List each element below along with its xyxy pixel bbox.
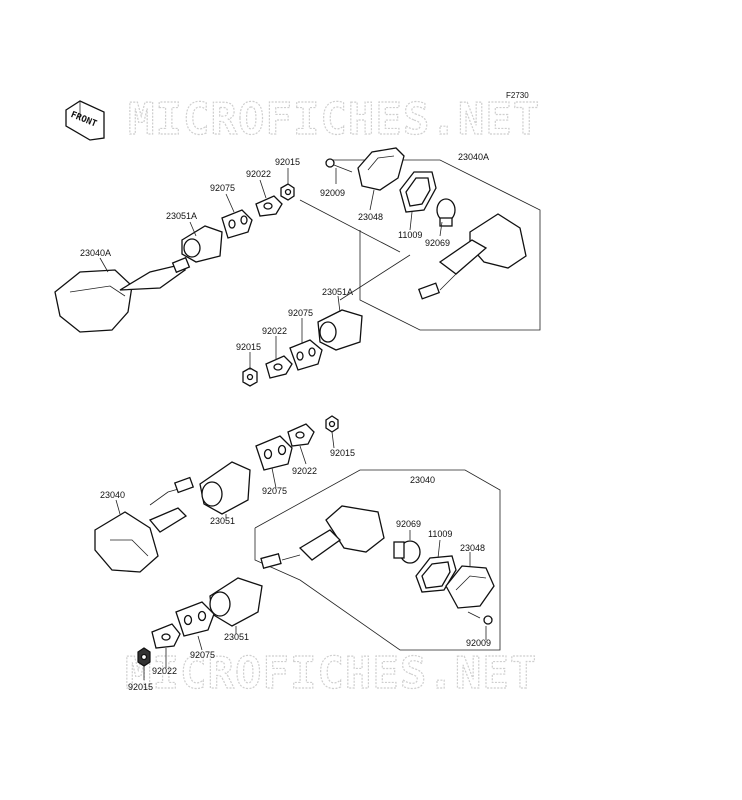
label-23051A-top-a: 23051A [166,211,197,221]
label-92075-bottom-a: 92075 [262,486,287,496]
grommet-23051A-right [317,309,363,351]
label-23051-bottom-a: 23051 [210,516,235,526]
grommet-23051-lower [209,577,263,627]
turn-signal-23040-right [260,505,385,569]
label-92009-top: 92009 [320,188,345,198]
washer-92022-upper [287,423,315,447]
turn-signal-23040A-left [54,256,191,333]
cushion-92075-upper [255,435,293,471]
bulb-92069-top [436,198,456,227]
screw-92009-top [325,158,353,173]
label-92022-bottom-a: 92022 [292,466,317,476]
label-92022-top-a: 92022 [246,169,271,179]
label-92069-bottom: 92069 [396,519,421,529]
turn-signal-23040A-right [417,213,527,300]
label-92069-top: 92069 [425,238,450,248]
nut-92015-upper [325,415,339,433]
label-23040-bottom-b: 23040 [410,475,435,485]
leader-lines-top [99,168,443,370]
label-92015-bottom-b: 92015 [128,682,153,692]
watermark-top: MICROFICHES.NET [128,94,540,145]
label-11009-top: 11009 [398,230,422,240]
front-arrow-icon: FRONT [65,100,105,141]
bottom-assembly-outline [254,469,501,651]
label-92015-top-a: 92015 [275,157,300,167]
washer-92022-lower [151,623,181,649]
label-92022-top-b: 92022 [262,326,287,336]
screw-92009-bottom [467,611,493,625]
turn-signal-23040-left [94,476,195,573]
gasket-11009-bottom [415,555,457,593]
nut-92015-lower [137,647,151,667]
figure-code: F2730 [506,91,529,100]
top-assembly-outline [299,159,541,331]
watermark-bottom: MICROFICHES.NET [125,648,537,699]
label-23051-bottom-b: 23051 [224,632,249,642]
nut-92015-top-left [280,183,295,201]
label-23048-bottom: 23048 [460,543,485,553]
leader-lines-bottom [115,431,487,680]
label-11009-bottom: 11009 [428,529,452,539]
washer-92022-right [265,355,293,379]
lens-23048-bottom [445,565,495,609]
label-92075-bottom-b: 92075 [190,650,215,660]
cushion-92075-right [289,339,323,371]
label-92022-bottom-b: 92022 [152,666,177,676]
label-92075-top-b: 92075 [288,308,313,318]
label-92015-bottom-a: 92015 [330,448,355,458]
label-23040A-top-a: 23040A [80,248,111,258]
label-23051A-top-b: 23051A [322,287,353,297]
lens-23048-top [357,147,405,191]
bulb-92069-bottom [393,540,421,564]
cushion-92075-lower [175,601,215,637]
washer-92022-left [255,195,283,217]
label-23048-top: 23048 [358,212,383,222]
label-23040-bottom-a: 23040 [100,490,125,500]
label-92015-top-b: 92015 [236,342,261,352]
grommet-23051-upper [199,461,251,515]
gasket-11009-top [399,171,437,213]
cushion-92075-left [221,209,253,239]
label-92009-bottom: 92009 [466,638,491,648]
label-92075-top-a: 92075 [210,183,235,193]
grommet-23051A-left [181,225,223,263]
nut-92015-top-right [242,367,258,387]
label-23040A-top-b: 23040A [458,152,489,162]
